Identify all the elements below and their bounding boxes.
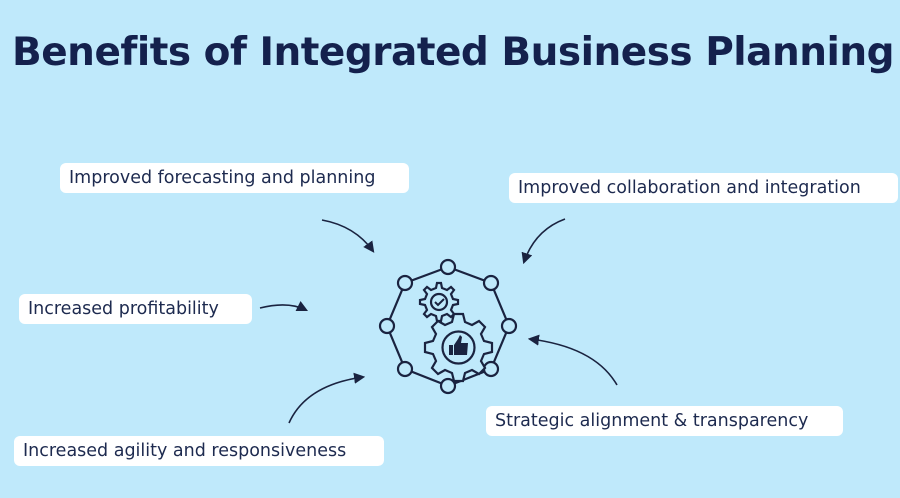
benefit-profitability-label: Increased profitability	[19, 294, 252, 324]
arrow-agility	[288, 372, 366, 424]
arrow-strategic	[527, 334, 618, 386]
diagram-title: Benefits of Integrated Business Planning	[12, 30, 895, 75]
benefit-collaboration-label: Improved collaboration and integration	[509, 173, 898, 203]
benefit-forecasting-label: Improved forecasting and planning	[60, 163, 409, 193]
benefit-strategic-label: Strategic alignment & transparency	[486, 406, 843, 436]
thumbs-up-gear-icon	[423, 312, 494, 383]
check-gear-icon	[418, 281, 460, 323]
arrow-collaboration	[521, 218, 566, 265]
arrow-profitability	[259, 300, 309, 312]
arrow-forecasting	[321, 219, 375, 253]
benefit-agility-label: Increased agility and responsiveness	[14, 436, 384, 466]
gears-network-icon	[378, 258, 518, 395]
